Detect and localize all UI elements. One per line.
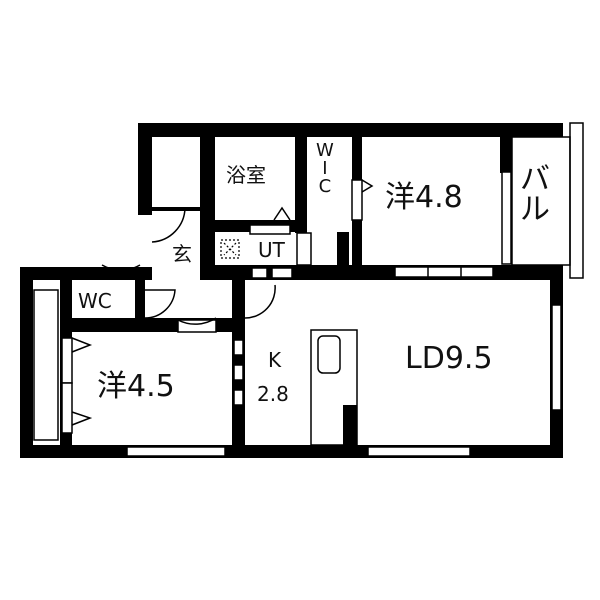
room-label-western-4-5: 洋4.5: [97, 369, 175, 404]
room-label-wic: W I C: [316, 142, 334, 196]
balcony-char: バ: [520, 162, 550, 197]
door-swings: [71, 179, 374, 426]
wic-letter: C: [318, 176, 332, 197]
sink-icon: [317, 335, 341, 374]
room-label-ut: UT: [258, 238, 285, 262]
kitchen-counter: [310, 329, 358, 446]
room-label-wc: WC: [78, 289, 112, 313]
windows-and-openings: [33, 122, 584, 457]
wic-letter: W: [316, 140, 334, 161]
room-label-bath: 浴室: [226, 163, 266, 187]
room-label-kitchen-size: 2.8: [257, 382, 289, 406]
room-label-ld: LD9.5: [405, 341, 493, 376]
room-label-kitchen: K: [268, 348, 282, 372]
room-label-balcony: バ ル: [520, 165, 550, 225]
room-label-western-4-8: 洋4.8: [385, 180, 463, 215]
room-label-entrance: 玄: [172, 242, 192, 266]
balcony-char: ル: [520, 192, 550, 227]
wic-letter: I: [322, 158, 328, 179]
washer-icon: [220, 239, 240, 259]
